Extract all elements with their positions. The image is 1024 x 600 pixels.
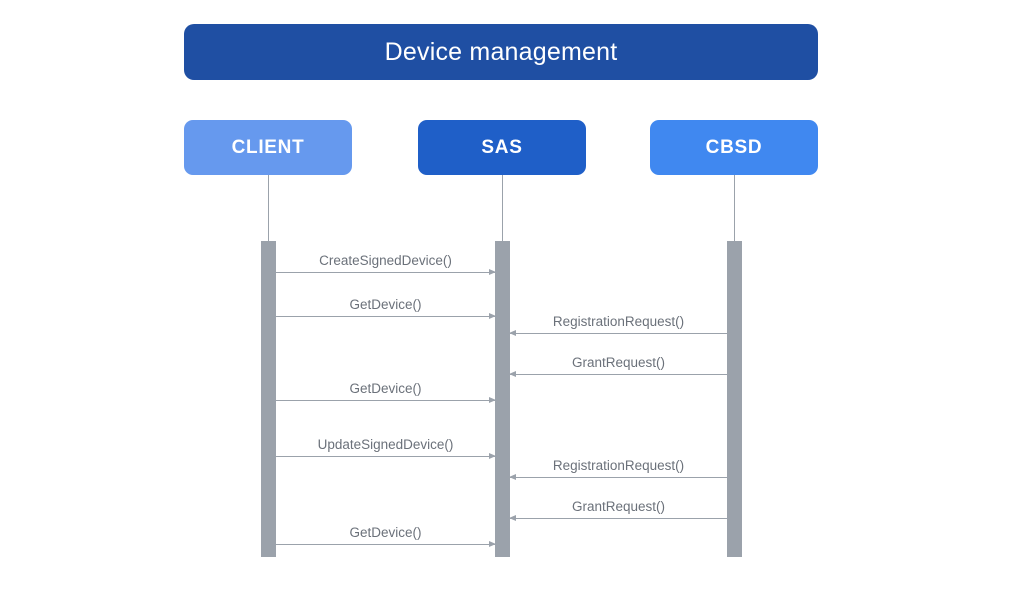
message-line	[276, 272, 495, 273]
message-line	[510, 518, 727, 519]
arrowhead-icon	[509, 370, 516, 377]
message-line	[276, 316, 495, 317]
message-client-to-sas[interactable]: GetDevice()	[276, 297, 496, 319]
message-line	[276, 544, 495, 545]
message-cbsd-to-sas[interactable]: RegistrationRequest()	[509, 458, 727, 480]
message-label: RegistrationRequest()	[552, 457, 685, 473]
page-title: Device management	[384, 37, 618, 66]
participant-box-client[interactable]: CLIENT	[184, 120, 352, 175]
message-line	[510, 333, 727, 334]
message-label: GetDevice()	[349, 380, 422, 396]
participant-label: CBSD	[705, 137, 763, 158]
message-client-to-sas[interactable]: UpdateSignedDevice()	[276, 437, 496, 459]
message-line	[510, 477, 727, 478]
message-line	[276, 400, 495, 401]
message-cbsd-to-sas[interactable]: GrantRequest()	[509, 499, 727, 521]
message-label: CreateSignedDevice()	[319, 252, 452, 268]
participant-box-sas[interactable]: SAS	[418, 120, 586, 175]
arrowhead-icon	[489, 540, 496, 547]
message-client-to-sas[interactable]: GetDevice()	[276, 525, 496, 547]
activation-bar-cbsd	[727, 241, 742, 557]
message-cbsd-to-sas[interactable]: RegistrationRequest()	[509, 314, 727, 336]
message-label: GetDevice()	[349, 524, 422, 540]
lifeline-cbsd	[734, 175, 735, 241]
message-client-to-sas[interactable]: GetDevice()	[276, 381, 496, 403]
activation-bar-sas	[495, 241, 510, 557]
message-label: UpdateSignedDevice()	[317, 436, 454, 452]
activation-bar-client	[261, 241, 276, 557]
lifeline-client	[268, 175, 269, 241]
arrowhead-icon	[509, 473, 516, 480]
arrowhead-icon	[489, 452, 496, 459]
arrowhead-icon	[489, 396, 496, 403]
arrowhead-icon	[509, 329, 516, 336]
participant-box-cbsd[interactable]: CBSD	[650, 120, 818, 175]
message-cbsd-to-sas[interactable]: GrantRequest()	[509, 355, 727, 377]
message-client-to-sas[interactable]: CreateSignedDevice()	[276, 253, 496, 275]
message-line	[510, 374, 727, 375]
participant-label: CLIENT	[231, 137, 305, 158]
message-label: RegistrationRequest()	[552, 313, 685, 329]
arrowhead-icon	[489, 268, 496, 275]
message-label: GetDevice()	[349, 296, 422, 312]
arrowhead-icon	[489, 312, 496, 319]
diagram-title-banner: Device management	[184, 24, 818, 80]
participant-label: SAS	[481, 137, 523, 158]
arrowhead-icon	[509, 514, 516, 521]
lifeline-sas	[502, 175, 503, 241]
message-label: GrantRequest()	[571, 354, 666, 370]
message-label: GrantRequest()	[571, 498, 666, 514]
message-line	[276, 456, 495, 457]
